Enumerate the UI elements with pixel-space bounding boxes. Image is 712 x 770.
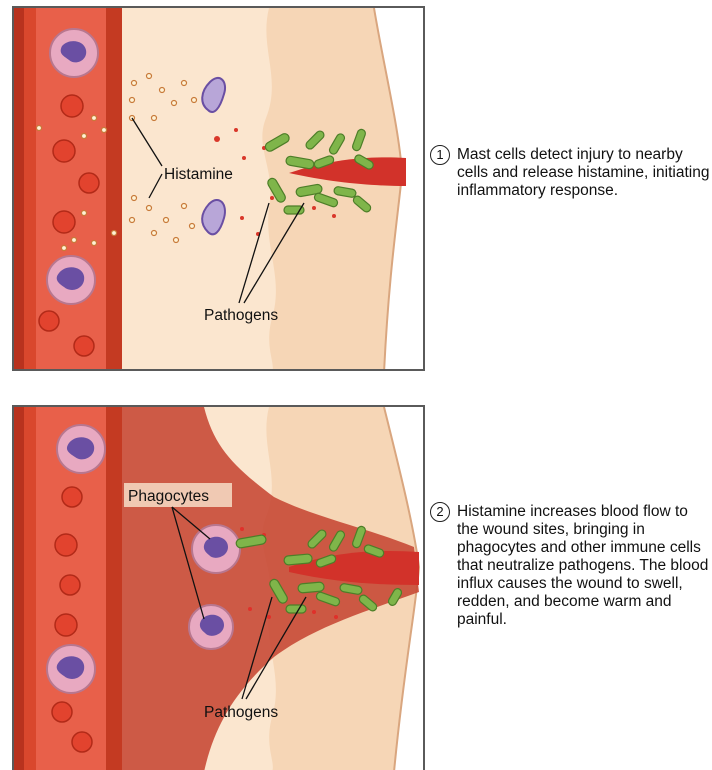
step-number-badge: 1 xyxy=(430,145,450,165)
histamine-label: Histamine xyxy=(164,166,233,183)
vessel-wall xyxy=(106,8,122,371)
vessel-wall-left xyxy=(14,8,24,371)
step-number-badge: 2 xyxy=(430,502,450,522)
pathogens-label: Pathogens xyxy=(204,307,278,324)
white-blood-cell xyxy=(47,256,95,304)
panel-inflammation-stage: Phagocytes Pathogens xyxy=(12,405,425,770)
diagram-panel-2: Phagocytes Pathogens xyxy=(14,407,425,770)
white-blood-cell xyxy=(50,29,98,77)
white-blood-cell xyxy=(47,645,95,693)
white-blood-cell xyxy=(57,425,105,473)
pathogens-label: Pathogens xyxy=(204,704,278,721)
diagram-panel-1: Histamine Pathogens xyxy=(14,8,425,371)
phagocyte xyxy=(189,605,233,649)
vessel-wall xyxy=(106,407,122,770)
phagocyte xyxy=(192,525,240,573)
vessel-wall-left xyxy=(14,407,24,770)
step-text: Mast cells detect injury to nearby cells… xyxy=(457,146,712,200)
step-text: Histamine increases blood flow to the wo… xyxy=(457,503,712,629)
panel-mast-cell-stage: Histamine Pathogens xyxy=(12,6,425,371)
phagocytes-label: Phagocytes xyxy=(128,488,209,505)
